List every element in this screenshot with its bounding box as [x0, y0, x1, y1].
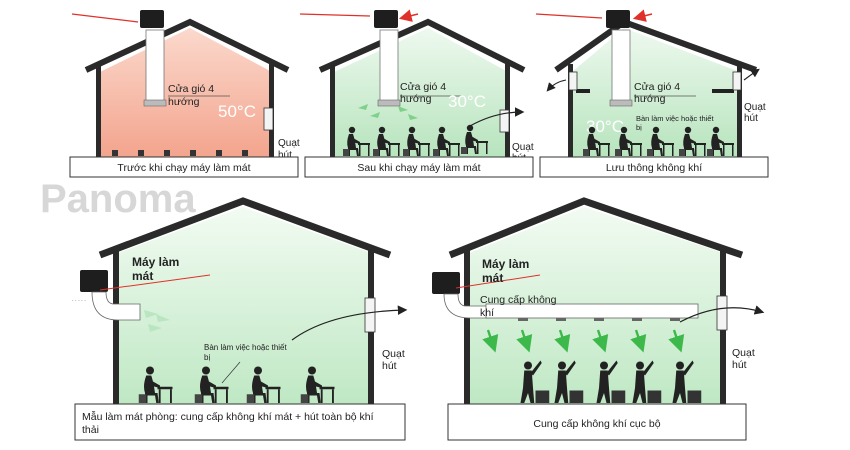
left-wall [113, 247, 119, 404]
caption-box [69, 156, 299, 178]
exhaust-flow-arrow [291, 305, 408, 341]
roof [98, 197, 392, 259]
four-way-vent [609, 99, 633, 107]
cooler-unit-icon [374, 10, 398, 28]
exhaust-fan-icon-left [568, 71, 578, 91]
fan-label: Quạt [278, 138, 300, 149]
red-pointer-line [299, 13, 371, 17]
cool-air-flows [358, 104, 418, 120]
red-pointer-line [71, 13, 139, 23]
four-way-vent [143, 99, 167, 107]
exhaust-fan-icon [499, 109, 510, 133]
caption-box [304, 156, 534, 178]
fan-label: Quạt [512, 142, 534, 153]
roof [84, 18, 290, 73]
exhaust-flow-arrow [469, 107, 525, 127]
red-pointer-line [99, 274, 211, 291]
cool-room-fill [118, 207, 371, 404]
red-pointer-line [535, 13, 603, 19]
fan-label-2: hút [278, 150, 292, 161]
caption-2: thải [82, 424, 99, 436]
red-pointer-line [455, 274, 541, 289]
fan-label: Quạt [744, 102, 766, 113]
exhaust-fan-icon [364, 297, 376, 333]
roof [318, 18, 526, 73]
caption: Lưu thông không khí [606, 162, 702, 174]
exhaust-fan-icon [263, 107, 274, 131]
cool-air-arrows [482, 329, 685, 353]
vent-label-2: hướng [400, 93, 432, 105]
desk-label-2: bị [204, 353, 210, 362]
cooler-brand-mark: · · · · · [72, 298, 86, 304]
cooler-label: Máy làm [482, 257, 529, 271]
supply-label-2: khí [480, 307, 494, 319]
cooler-unit-icon [140, 10, 164, 28]
caption: Sau khi chạy máy làm mát [357, 162, 480, 174]
cool-room-fill [334, 28, 508, 157]
fan-label-2: hút [744, 113, 758, 124]
right-exhaust-arrow [743, 68, 760, 81]
left-wall [568, 64, 573, 157]
left-exhaust-arrow [546, 79, 567, 92]
intake-arrow [398, 9, 419, 22]
desk-label: Bàn làm việc hoặc thiết [636, 114, 714, 123]
desk-label: Bàn làm việc hoặc thiết [204, 343, 287, 352]
cooler-label: Máy làm [132, 255, 179, 269]
caption-box [74, 403, 406, 441]
supply-outlets [518, 318, 680, 321]
supply-label: Cung cấp không [480, 294, 557, 306]
panel-after-cooling: Cửa gió 4 hướng 30°C Quạt hút Sau khi ch… [299, 9, 534, 178]
left-wall [330, 64, 335, 157]
hot-room-fill [100, 28, 272, 157]
panel-before-cooling: Cửa gió 4 hướng 50°C Quạt hút Trước khi … [69, 10, 300, 178]
four-way-vent [377, 99, 401, 107]
cooler-label-2: mát [132, 269, 153, 283]
vent-label: Cửa gió 4 [634, 81, 680, 93]
fan-label-2: hút [732, 359, 747, 371]
supply-duct [485, 303, 699, 319]
vent-label: Cửa gió 4 [400, 81, 446, 93]
panel-room-cooling: · · · · · Máy làm mát Quạt hút Bàn làm v… [72, 197, 408, 441]
cooler-unit-icon [80, 270, 108, 292]
fan-label: Quạt [732, 347, 755, 359]
fan-label-2: hút [382, 360, 397, 372]
air-duct [91, 291, 141, 321]
caption: Mẫu làm mát phòng: cung cấp không khí má… [82, 410, 374, 423]
temperature-label: 50°C [218, 102, 256, 121]
right-wall [737, 64, 742, 157]
caption: Trước khi chạy máy làm mát [117, 162, 250, 174]
panel-local-air-supply: Máy làm mát Cung cấp không khí Quạt hút … [432, 197, 765, 441]
temperature-label: 30°C [448, 92, 486, 111]
caption-box [539, 156, 769, 178]
fan-label: Quạt [382, 348, 405, 360]
vent-label: Cửa gió 4 [168, 83, 214, 95]
roof [448, 197, 744, 259]
vent-label-2: hướng [168, 96, 200, 108]
cooler-unit-icon [606, 10, 630, 28]
air-duct [145, 29, 165, 103]
exhaust-fan-icon-right [732, 71, 742, 91]
left-wall [96, 64, 101, 157]
panel-air-circulation: Cửa gió 4 hướng 30°C Bàn làm việc hoặc t… [535, 9, 769, 178]
cool-air-flows [144, 310, 170, 332]
cooler-label-2: mát [482, 271, 503, 285]
left-wall [464, 247, 470, 404]
air-duct [611, 29, 631, 103]
intake-arrow [632, 9, 653, 22]
desk-label-2: bị [636, 123, 642, 132]
exhaust-flow-arrow [679, 305, 765, 323]
exhaust-fan-icon [716, 295, 728, 331]
caption-box [447, 403, 747, 441]
watermark-text: Panoma [40, 177, 196, 221]
caption: Cung cấp không khí cục bộ [533, 418, 660, 430]
air-duct [379, 29, 399, 103]
temperature-label: 30°C [586, 117, 624, 136]
cooler-unit-icon [432, 272, 460, 294]
vent-label-2: hướng [634, 93, 666, 105]
